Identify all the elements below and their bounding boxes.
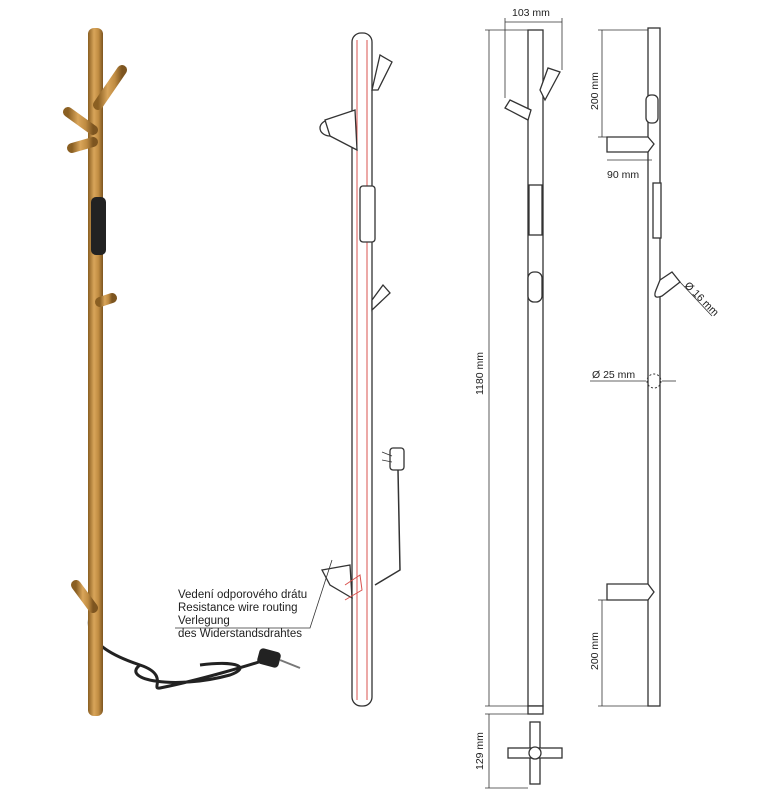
dim-base-width: 129 mm bbox=[474, 732, 486, 770]
dim-hook-depth: 90 mm bbox=[607, 169, 639, 181]
dim-total-height: 1180 mm bbox=[474, 352, 486, 395]
product-photo bbox=[63, 28, 301, 716]
base-cross bbox=[507, 721, 563, 785]
dim-hook-span: 103 mm bbox=[512, 7, 550, 19]
dim-bottom-hook-offset: 200 mm bbox=[589, 632, 601, 670]
cable-line bbox=[374, 469, 401, 586]
plug-icon bbox=[257, 648, 301, 669]
callout-english: Resistance wire routing bbox=[178, 602, 298, 614]
callout-german-2: des Widerstandsdrahtes bbox=[178, 628, 302, 640]
callout-german-1: Verlegung bbox=[178, 615, 230, 627]
switch-button bbox=[91, 197, 106, 255]
callout-czech: Vedení odporového drátu bbox=[178, 589, 307, 601]
dim-pole-diameter: Ø 25 mm bbox=[592, 369, 635, 381]
plug-icon bbox=[381, 447, 405, 471]
side-view: 200 mm 90 mm Ø 16 mm Ø 25 mm 200 mm bbox=[589, 27, 721, 707]
wiring-diagram bbox=[175, 32, 405, 707]
front-view: 103 mm 1180 mm 129 mm bbox=[474, 7, 563, 789]
dim-top-hook-offset: 200 mm bbox=[589, 72, 601, 110]
dim-hook-diameter: Ø 16 mm bbox=[682, 280, 721, 319]
wiring-callout: Vedení odporového drátu Resistance wire … bbox=[178, 589, 307, 640]
